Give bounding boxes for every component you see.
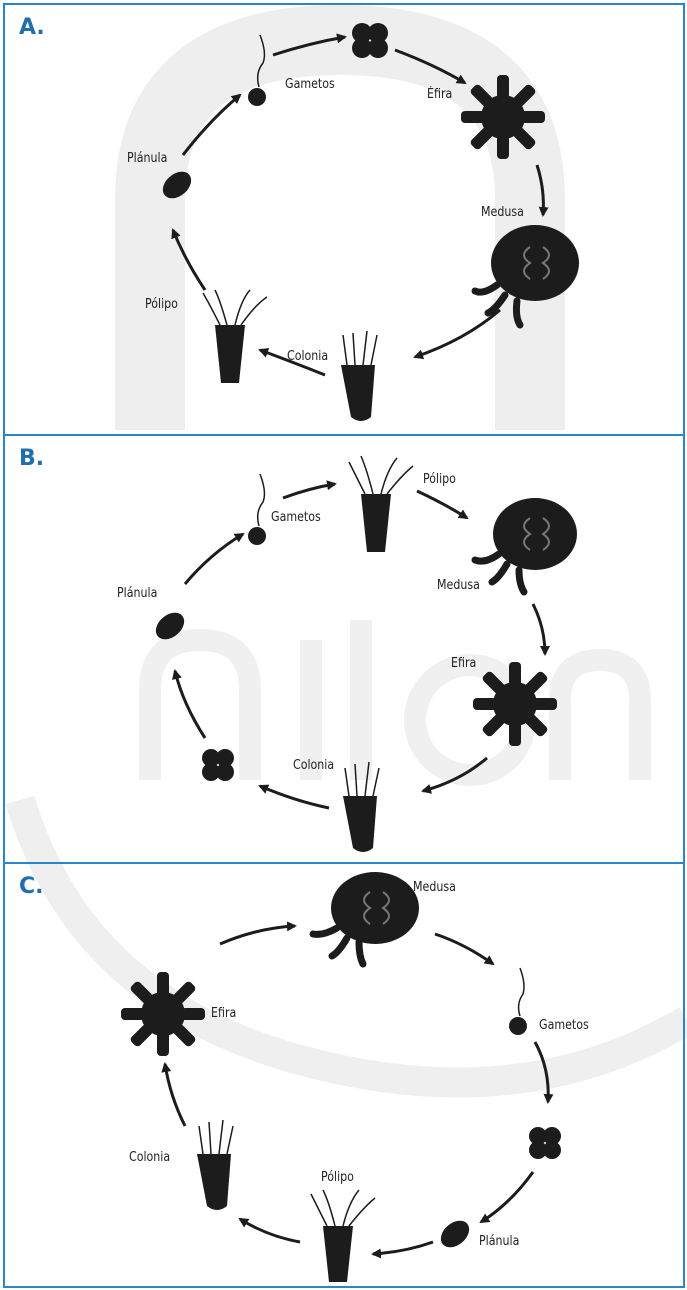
label-efira: Efira [451, 656, 476, 671]
polyp-icon [311, 1190, 375, 1282]
planula-icon [436, 1215, 475, 1252]
arrow [435, 934, 493, 964]
ephyra-icon [461, 75, 545, 159]
medusa-icon [313, 872, 419, 964]
label-gametos: Gametos [271, 510, 321, 525]
arrow [283, 484, 335, 498]
zygote-cluster-icon [202, 749, 234, 781]
arrow [417, 491, 467, 518]
panel-b: B. [3, 434, 685, 864]
arrow [165, 1064, 185, 1126]
label-medusa: Medusa [481, 205, 524, 220]
zygote-cluster-icon [352, 23, 388, 58]
label-planula: Plánula [127, 151, 167, 166]
label-gametos: Gametos [285, 77, 335, 92]
zygote-cluster-icon [529, 1127, 561, 1159]
label-efira: Efira [211, 1006, 236, 1021]
colony-icon [343, 762, 379, 852]
label-colonia: Colonia [293, 758, 334, 773]
gamete-icon [509, 968, 527, 1035]
arrow [273, 37, 345, 55]
label-medusa: Medusa [437, 578, 480, 593]
arrow [220, 926, 295, 944]
label-polipo: Pólipo [321, 1170, 354, 1185]
label-polipo: Pólipo [145, 297, 178, 312]
planula-icon [158, 166, 197, 203]
arrow [373, 1242, 433, 1254]
label-colonia: Colonia [287, 349, 328, 364]
ephyra-icon [121, 972, 205, 1056]
arrow [415, 310, 500, 357]
colony-icon [341, 331, 377, 421]
medusa-icon [475, 498, 577, 592]
panel-a: A. [3, 3, 685, 436]
polyp-icon [203, 290, 267, 383]
arrow [260, 786, 329, 808]
arrow [183, 95, 240, 155]
panel-c: C. [3, 862, 685, 1288]
label-planula: Plánula [117, 586, 157, 601]
label-efira: Éfira [427, 87, 452, 102]
planula-icon [151, 607, 190, 644]
label-gametos: Gametos [539, 1018, 589, 1033]
gamete-icon [248, 35, 266, 106]
arrow [533, 604, 545, 654]
label-colonia: Colonia [129, 1150, 170, 1165]
arrow [423, 758, 487, 791]
arrow [185, 534, 243, 584]
label-planula: Plánula [479, 1234, 519, 1249]
label-medusa: Medusa [413, 880, 456, 895]
polyp-icon [349, 456, 413, 552]
arrow [175, 671, 205, 738]
label-polipo: Pólipo [423, 472, 456, 487]
arrow [481, 1172, 533, 1222]
arrow [173, 230, 205, 290]
arrow [537, 165, 543, 215]
colony-icon [197, 1120, 233, 1210]
life-cycle-diagram-a [5, 5, 685, 436]
arrow [240, 1219, 300, 1242]
arrow [395, 50, 465, 83]
ephyra-icon [473, 662, 557, 746]
gamete-icon [248, 474, 266, 545]
medusa-icon [475, 225, 579, 325]
life-cycle-diagram-b [5, 436, 685, 864]
life-cycle-diagram-c [5, 864, 685, 1288]
arrow [535, 1042, 548, 1102]
